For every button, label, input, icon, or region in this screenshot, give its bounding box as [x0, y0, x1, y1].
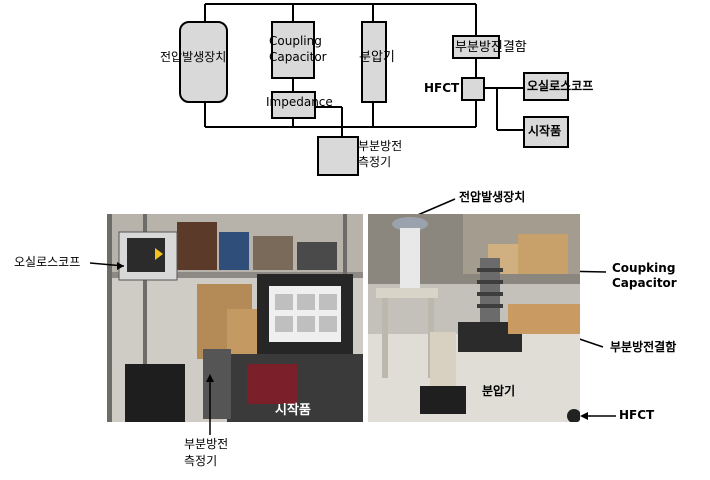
hfct-box: [461, 77, 485, 101]
specimen-label: 시작품: [528, 124, 562, 138]
coupling-capacitor-label-2: Capacitor: [269, 50, 327, 64]
photo-right-voltage-divider-label: 분압기: [482, 384, 516, 398]
lab-photo-left: [107, 214, 363, 422]
voltage-divider-box: [361, 21, 387, 103]
specimen-box: [523, 116, 569, 148]
pd-meter-box: [317, 136, 359, 176]
photo-right-hfct-label: HFCT: [619, 408, 655, 422]
hfct-label: HFCT: [424, 81, 460, 95]
pd-meter-label-1: 부분방전: [358, 139, 403, 153]
lab-photo-right: [368, 214, 580, 422]
voltage-generator-box: [179, 21, 228, 103]
photo-left-pd-meter-label-1: 부분방전: [184, 437, 229, 451]
coupling-capacitor-label-1: Coupling: [269, 34, 322, 48]
pd-defect-box: [452, 35, 500, 59]
photo-right-voltage-generator-label: 전압발생장치: [459, 190, 526, 204]
photo-right-pd-defect-label: 부분방전결함: [610, 340, 677, 354]
impedance-box: [271, 91, 316, 119]
voltage-generator-label: 전압발생장치: [160, 50, 227, 64]
test-circuit-schematic: [179, 3, 569, 176]
lab-photo-left-drawing: [107, 214, 363, 422]
photo-right-coupling-label-2: Capacitor: [612, 276, 677, 290]
photo-left-pd-meter-label-2: 측정기: [184, 454, 218, 468]
voltage-divider-label: 분압기: [359, 50, 395, 65]
impedance-label: Impedance: [266, 95, 333, 109]
coupling-capacitor-box: [271, 21, 315, 79]
pd-defect-label: 부분방전결함: [455, 40, 527, 55]
photo-left-specimen-label: 시작품: [275, 403, 311, 418]
photo-left-oscilloscope-label: 오실로스코프: [14, 255, 81, 269]
pd-meter-label-2: 측정기: [358, 155, 392, 169]
photo-right-coupling-label-1: Coupking: [612, 261, 676, 275]
lab-photo-right-drawing: [368, 214, 580, 422]
oscilloscope-label: 오실로스코프: [527, 79, 594, 93]
oscilloscope-box: [523, 72, 569, 101]
